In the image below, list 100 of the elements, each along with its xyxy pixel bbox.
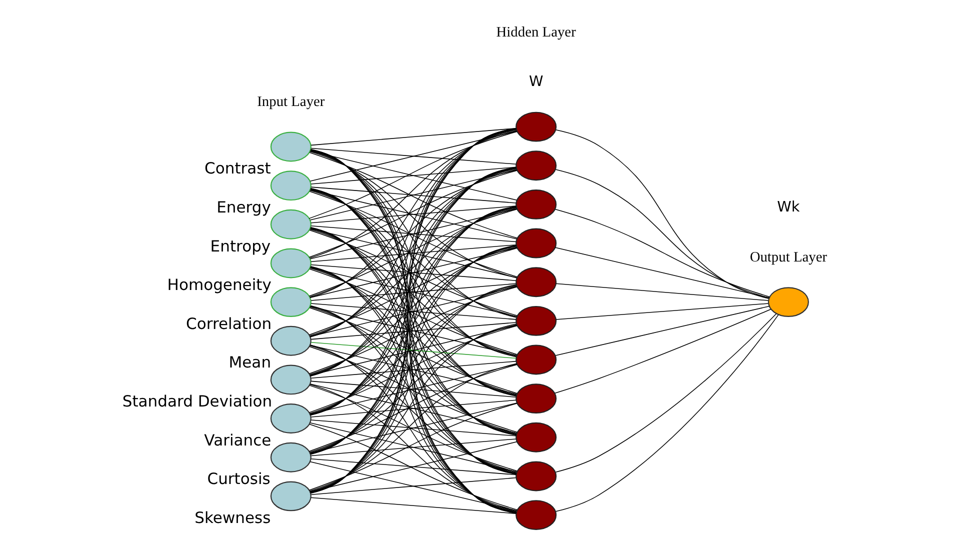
connector: [554, 208, 770, 298]
connector: [310, 402, 518, 454]
connector: [310, 286, 517, 414]
connector: [310, 246, 517, 415]
connector: [310, 344, 517, 512]
label: Input Layer: [257, 94, 325, 110]
connector: [310, 268, 517, 395]
connector: [310, 461, 518, 512]
connector: [310, 384, 518, 434]
connector: [556, 314, 779, 512]
node-circle: [516, 228, 557, 258]
connector: [310, 226, 516, 242]
connector: [310, 130, 517, 298]
node-circle: [516, 306, 557, 336]
connector: [310, 169, 517, 298]
connector: [308, 364, 518, 452]
connector: [310, 168, 517, 376]
node-circle: [516, 461, 557, 492]
connector: [310, 266, 517, 434]
connector: [310, 206, 517, 415]
connector: [310, 306, 517, 434]
connector: [308, 170, 518, 258]
connector: [310, 190, 518, 240]
connector: [310, 264, 516, 281]
connector: [310, 441, 518, 492]
connector: [310, 128, 516, 146]
connector: [310, 400, 516, 418]
node-circle: [516, 267, 557, 298]
node-label: Correlation: [186, 314, 272, 333]
connector: [310, 384, 517, 512]
label: W: [528, 74, 544, 90]
connector: [309, 385, 518, 472]
connector: [310, 168, 517, 337]
connector: [310, 344, 518, 395]
connector: [310, 228, 517, 435]
connector: [310, 186, 516, 204]
connector: [310, 458, 516, 476]
connector: [310, 228, 517, 396]
connector: [310, 206, 516, 224]
node-circle: [516, 344, 557, 375]
connector: [310, 150, 517, 358]
connector: [308, 325, 518, 413]
connector: [310, 497, 516, 514]
connector: [555, 306, 770, 356]
connector: [310, 247, 518, 298]
connector: [556, 303, 769, 320]
connector: [310, 190, 517, 318]
connector: [310, 228, 518, 278]
connector: [308, 248, 518, 336]
connector: [556, 283, 769, 301]
connector: [310, 189, 517, 357]
connector: [309, 346, 518, 433]
connector: [310, 477, 516, 495]
node-circle: [270, 404, 312, 434]
connector: [310, 324, 517, 453]
node-circle: [270, 287, 312, 318]
node-label: Homogeneity: [167, 276, 272, 294]
connector: [310, 283, 516, 301]
connector: [310, 166, 516, 184]
connector: [310, 324, 518, 376]
node-circle: [270, 170, 312, 201]
node-circle: [768, 287, 809, 318]
connector: [310, 245, 517, 454]
connector: [309, 152, 518, 238]
connector: [310, 286, 518, 337]
connector: [310, 380, 516, 398]
node-circle: [516, 422, 557, 452]
connector: [310, 306, 517, 474]
node-circle: [516, 384, 557, 414]
node-label: Curtosis: [207, 470, 270, 488]
node-circle: [270, 248, 312, 278]
connector: [310, 360, 516, 379]
connector: [310, 306, 518, 356]
node-circle: [270, 132, 312, 162]
connector: [310, 324, 517, 492]
connector: [309, 307, 518, 394]
connector: [309, 230, 518, 316]
connector: [310, 208, 518, 260]
connector: [310, 363, 517, 492]
connector: [309, 268, 518, 355]
node-label: Entropy: [210, 237, 271, 256]
connector: [308, 208, 518, 296]
node-label: Standard Deviation: [122, 392, 272, 411]
connector: [310, 228, 517, 356]
node-label: Mean: [228, 354, 272, 372]
node-circle: [270, 364, 312, 395]
connector: [310, 207, 517, 376]
connector: [310, 345, 517, 472]
connector: [308, 131, 518, 219]
connector: [310, 148, 516, 165]
connector: [309, 424, 518, 510]
connector: [310, 305, 517, 513]
connector: [310, 128, 517, 338]
connector: [309, 190, 518, 278]
connector: [310, 284, 517, 454]
connector: [554, 308, 772, 394]
node-circle: [270, 209, 312, 240]
node-circle: [270, 442, 312, 472]
connector: [308, 403, 518, 491]
node-label: Contrast: [204, 160, 271, 178]
